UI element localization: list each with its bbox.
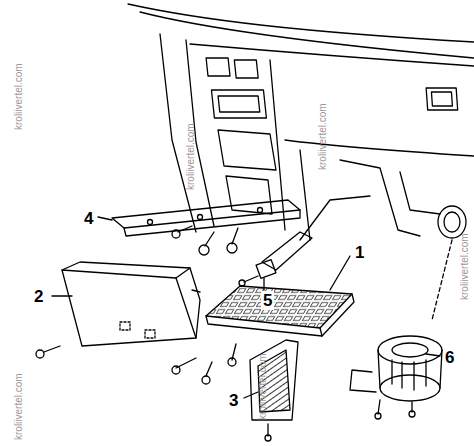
watermark: kroliivertel.com [186,123,196,190]
callout-number: 6 [443,348,456,367]
watermark: kroliivertel.com [318,103,328,170]
watermark: kroliivertel.com [14,63,24,130]
callout-number: 5 [261,291,274,310]
watermark: kroliivertel.com [258,353,268,420]
callout-number: 2 [32,287,45,306]
callout-number: 3 [227,391,240,410]
callout-number: 1 [353,243,366,262]
watermark: kroliivertel.com [460,233,470,300]
watermark: kroliivertel.com [14,373,24,440]
callout-number: 4 [82,209,95,228]
